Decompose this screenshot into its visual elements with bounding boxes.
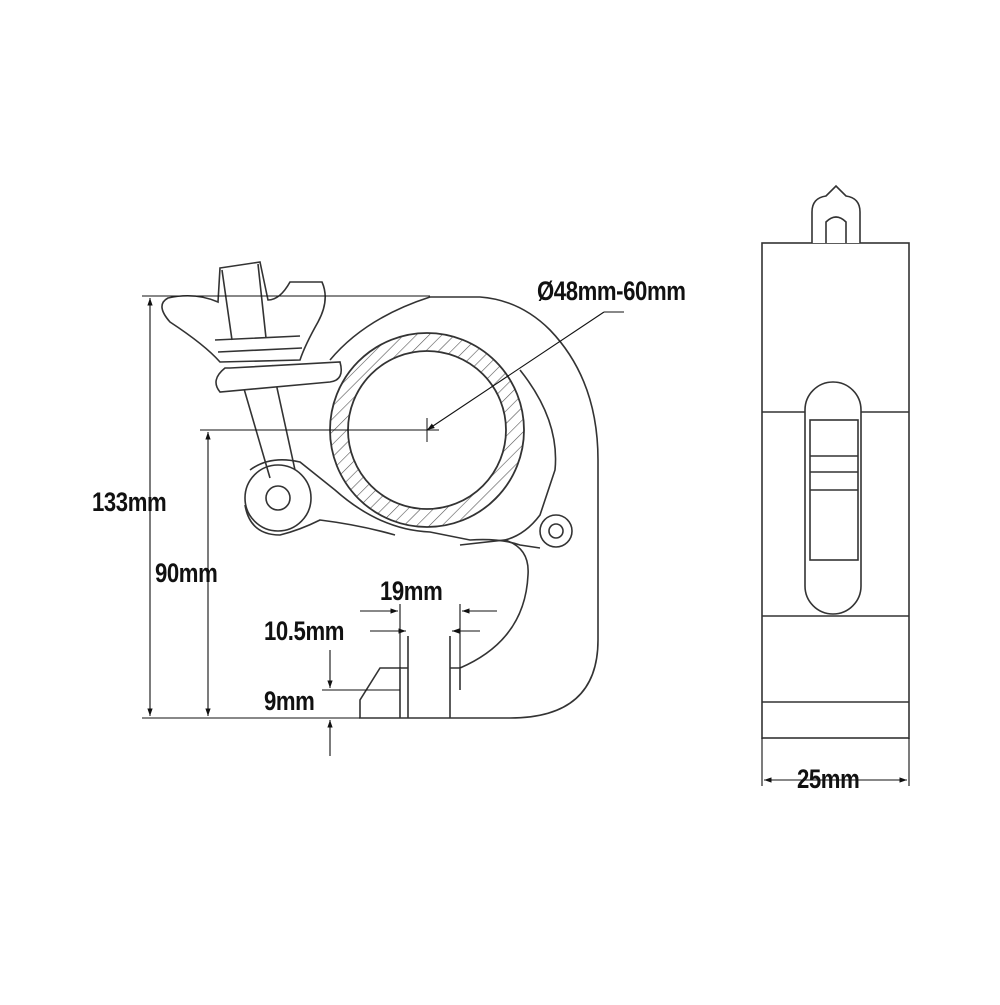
dimension-lines [142,295,910,786]
dim-label-base-thickness: 9mm [264,686,315,716]
wing-nut-collar [214,335,303,353]
side-view [761,184,910,739]
clamp-body-outline [359,296,599,719]
side-top-tab [811,184,861,243]
dim-diameter-leader [426,311,605,431]
dim-label-diameter: Ø48mm-60mm [537,276,686,306]
dim-label-center-height: 90mm [155,558,218,588]
lever-arm [244,459,541,549]
hinge-pivot-inner [265,485,291,511]
dim-label-jaw-opening: 19mm [380,576,443,606]
jaw-slot [400,636,460,718]
dim-label-bolt-offset: 10.5mm [264,616,345,646]
jaw-inner-outline [459,539,529,690]
jaw-inner-curve [504,369,557,541]
bolt-bracket [215,361,343,393]
side-pin-inner [548,523,564,539]
wing-nut-stem [221,263,267,341]
dim-label-side-width: 25mm [797,764,860,794]
clamp-upper-edge [329,296,431,361]
front-view [161,261,599,719]
side-top-tab-hole [825,216,847,243]
dim-label-total-height: 133mm [92,487,167,517]
wing-nut [161,261,326,363]
